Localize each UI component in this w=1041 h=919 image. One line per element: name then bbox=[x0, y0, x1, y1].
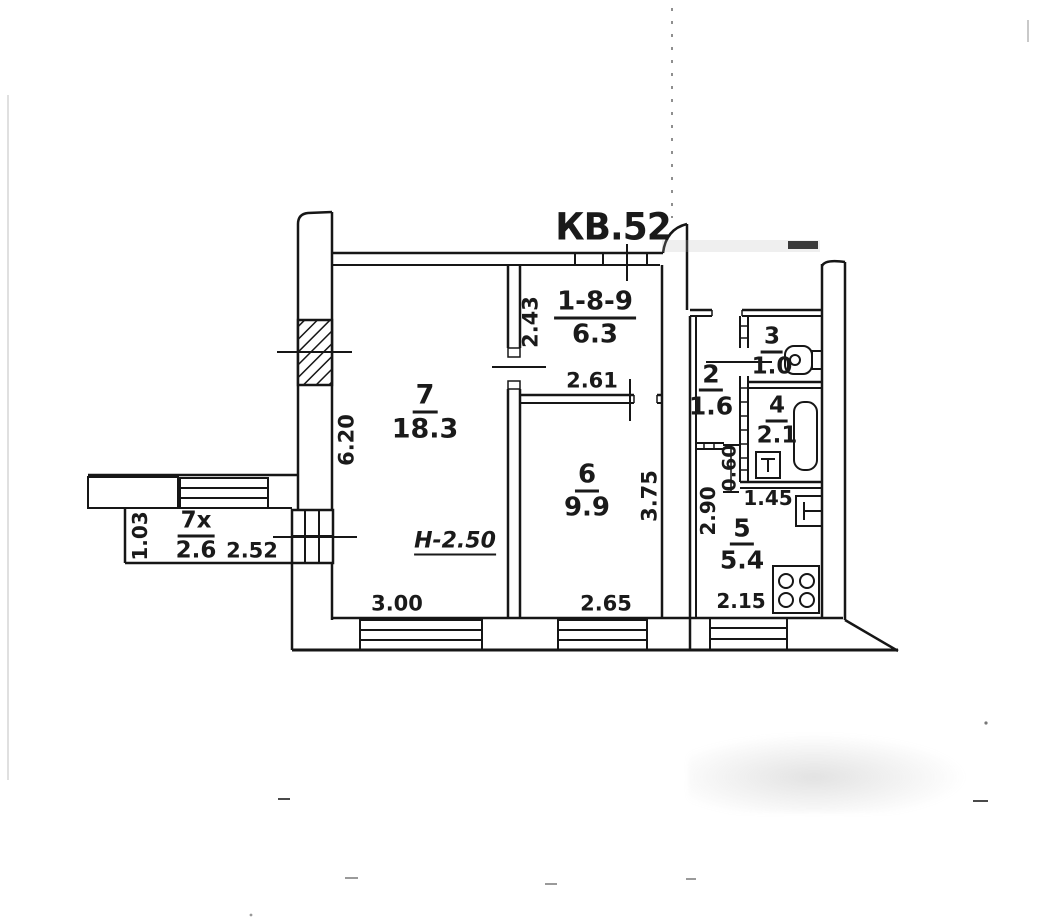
toilet-icon bbox=[784, 345, 823, 375]
room-number: 4 bbox=[765, 394, 788, 423]
dim-6-20: 6.20 bbox=[334, 414, 359, 466]
apartment-title: КВ.52 bbox=[555, 205, 671, 249]
window-room7 bbox=[359, 619, 483, 651]
interior-walls bbox=[492, 265, 822, 650]
balcony-window-strip bbox=[179, 477, 269, 509]
window-kitchen bbox=[709, 617, 788, 651]
room-label-5: 5 5.4 bbox=[720, 516, 764, 573]
room-area: 2.1 bbox=[756, 422, 798, 449]
dim-2-90: 2.90 bbox=[696, 486, 720, 536]
dim-1-03: 1.03 bbox=[128, 511, 152, 561]
room-label-4: 4 2.1 bbox=[756, 394, 798, 449]
balcony-7x bbox=[87, 244, 628, 565]
dim-2-61: 2.61 bbox=[566, 368, 618, 393]
ceiling-height-note: Н-2.50 bbox=[414, 528, 496, 556]
room-area: 1.0 bbox=[751, 353, 793, 380]
room-number: 3 bbox=[760, 325, 783, 354]
room-label-7x: 7х 2.6 bbox=[175, 509, 217, 564]
scan-smudge bbox=[688, 733, 968, 813]
dim-0-60: 0.60 bbox=[718, 444, 741, 492]
scan-artifacts bbox=[7, 8, 1029, 917]
dim-2-43: 2.43 bbox=[518, 296, 543, 348]
dim-2-52: 2.52 bbox=[226, 538, 278, 563]
room-area: 6.3 bbox=[571, 319, 619, 350]
exterior-walls bbox=[290, 210, 899, 653]
dim-2-65: 2.65 bbox=[580, 591, 632, 616]
room-number: 1-8-9 bbox=[554, 289, 636, 320]
porch-canopy bbox=[87, 476, 179, 509]
dim-3-75: 3.75 bbox=[637, 470, 662, 522]
room-number: 6 bbox=[574, 462, 600, 493]
room-label-7: 7 18.3 bbox=[392, 382, 459, 443]
room-area: 2.6 bbox=[175, 537, 217, 564]
bathtub-icon bbox=[793, 401, 818, 471]
room-number: 2 bbox=[699, 362, 723, 392]
dim-1-45: 1.45 bbox=[743, 486, 793, 510]
window-room6 bbox=[557, 619, 648, 651]
room-label-2: 2 1.6 bbox=[689, 362, 733, 419]
room-number: 5 bbox=[730, 516, 754, 546]
room-area: 9.9 bbox=[563, 492, 611, 523]
room-area: 5.4 bbox=[719, 545, 765, 575]
room-label-1-8-9: 1-8-9 6.3 bbox=[554, 289, 636, 348]
kitchen-sink-icon bbox=[795, 495, 823, 527]
room-label-3: 3 1.0 bbox=[751, 325, 793, 380]
room-number: 7х bbox=[177, 509, 215, 538]
room-area: 1.6 bbox=[688, 391, 734, 421]
room-label-6: 6 9.9 bbox=[564, 462, 610, 521]
windows bbox=[359, 617, 788, 651]
room-number: 7 bbox=[412, 382, 438, 414]
dim-3-00: 3.00 bbox=[371, 591, 423, 616]
room-area: 18.3 bbox=[391, 413, 459, 445]
washbasin-icon bbox=[755, 451, 781, 479]
fixtures bbox=[755, 345, 823, 614]
stove-icon bbox=[772, 565, 820, 614]
dim-2-15: 2.15 bbox=[716, 589, 766, 613]
